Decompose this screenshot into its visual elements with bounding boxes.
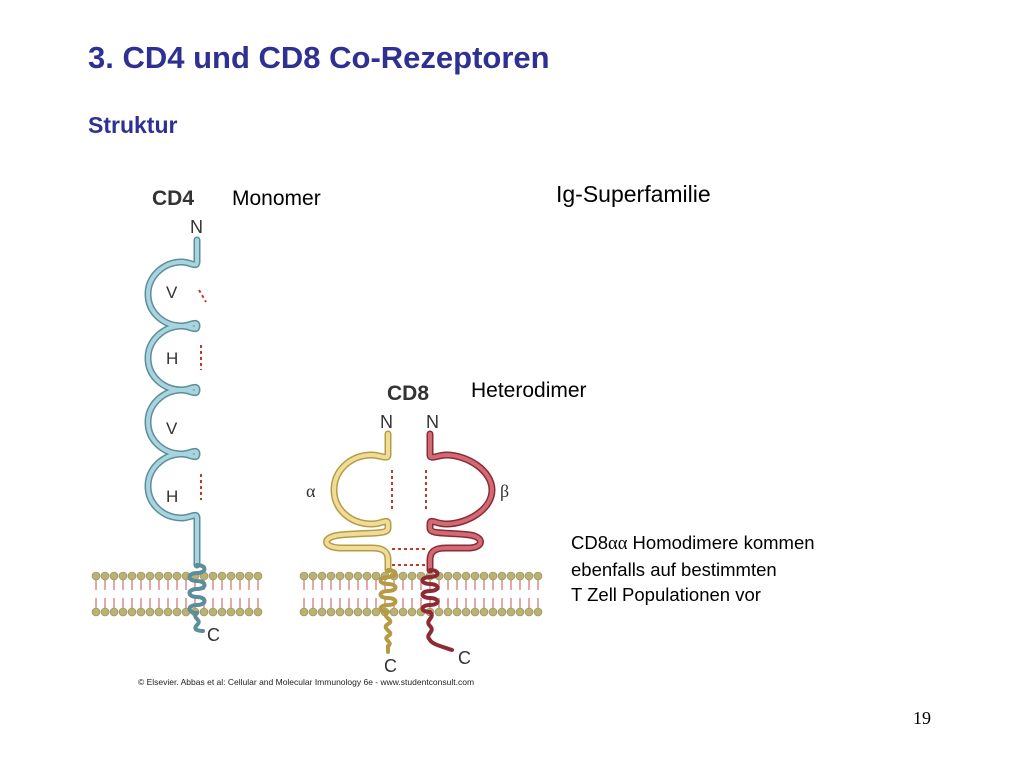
cd8-alpha-label: α: [306, 481, 316, 501]
cd4-domain-4: H: [166, 487, 178, 506]
cd8-beta-chain: [420, 430, 496, 652]
note-line-3: T Zell Populationen vor: [571, 584, 761, 605]
note-line-1: CD8αα Homodimere kommen: [571, 532, 815, 554]
slide-subtitle: Struktur: [88, 112, 178, 138]
cd8-beta-c-terminus: C: [458, 648, 471, 668]
cd4-n-terminus: N: [190, 217, 203, 237]
cd4-domain-3: V: [166, 419, 178, 438]
slide-title: 3. CD4 und CD8 Co-Rezeptoren: [88, 40, 550, 75]
cd8-beta-n-terminus: N: [426, 412, 439, 432]
cd4-domain-1: V: [166, 283, 178, 302]
cd4-domain-2: H: [166, 349, 178, 368]
cd8-beta-label: β: [500, 481, 509, 501]
cd8-alpha-n-terminus: N: [380, 412, 393, 432]
cd4-label: CD4: [152, 187, 194, 210]
cd8-alpha-c-terminus: C: [384, 656, 397, 676]
cd4-c-terminus: C: [207, 625, 220, 645]
cell-membrane: [91, 571, 543, 617]
cd8-alpha-chain: [323, 430, 398, 654]
cd8-homodimer-note: CD8αα Homodimere kommen ebenfalls auf be…: [571, 530, 815, 607]
cd4-chain: [144, 236, 207, 633]
monomer-label: Monomer: [232, 187, 321, 210]
figure-credit: © Elsevier. Abbas et al: Cellular and Mo…: [138, 677, 475, 687]
page-number: 19: [913, 708, 931, 728]
cd4-disulfide-bonds: [198, 289, 207, 500]
ig-superfamily-label: Ig-Superfamilie: [556, 181, 711, 207]
cd8-disulfide-bonds: [391, 470, 427, 566]
cd8-label: CD8: [387, 382, 429, 405]
heterodimer-label: Heterodimer: [471, 379, 587, 402]
note-line-2: ebenfalls auf bestimmten: [571, 559, 777, 580]
